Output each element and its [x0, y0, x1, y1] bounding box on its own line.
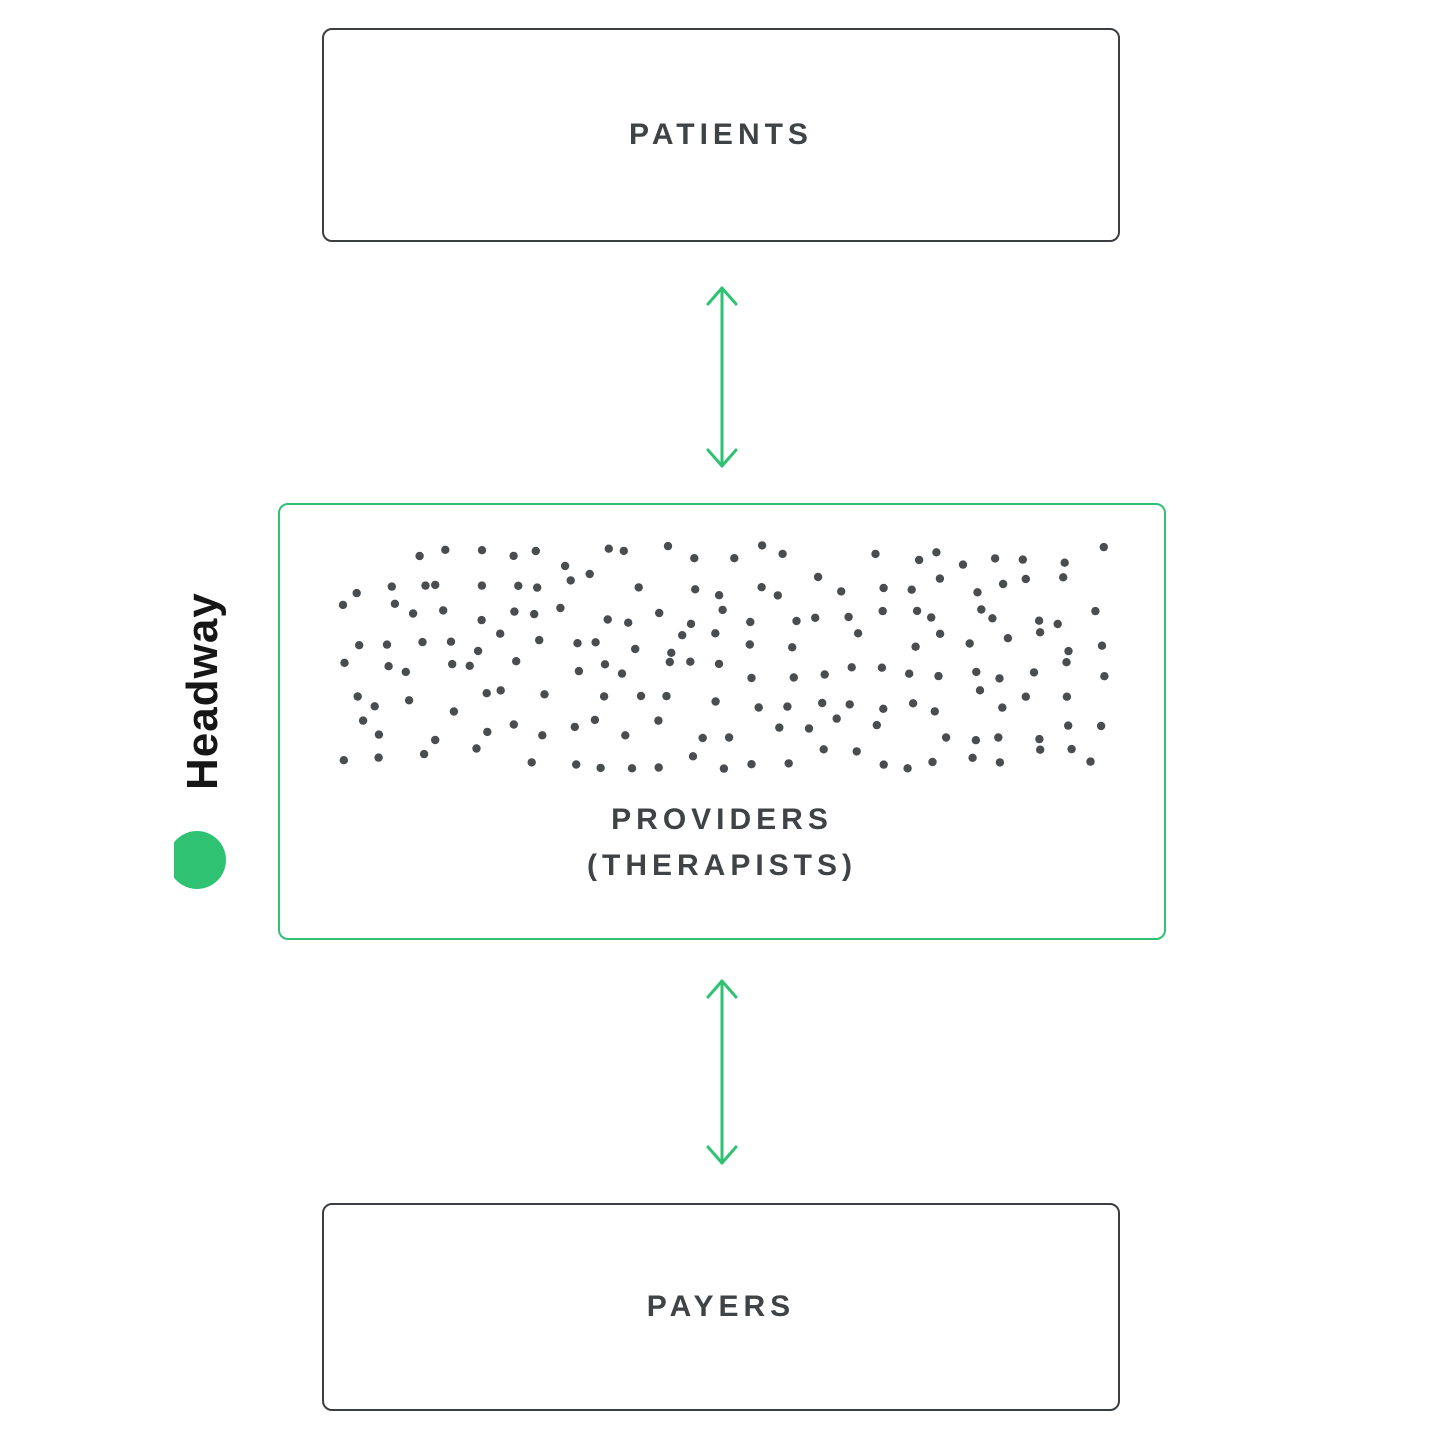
headway-wordmark: Headway	[178, 592, 227, 790]
arrowhead-up	[706, 979, 738, 999]
patients-providers-arrow	[706, 286, 738, 468]
arrowhead-down	[706, 1145, 738, 1165]
providers-box: PROVIDERS (THERAPISTS)	[278, 503, 1166, 940]
arrowhead-down	[706, 448, 738, 468]
payers-box: PAYERS	[322, 1203, 1120, 1411]
payers-label: PAYERS	[646, 1290, 796, 1323]
providers-label-line2: (THERAPISTS)	[587, 849, 857, 882]
providers-payers-arrow	[706, 979, 738, 1165]
arrowhead-up	[706, 286, 738, 306]
providers-label-line1: PROVIDERS	[611, 803, 833, 836]
patients-label: PATIENTS	[629, 118, 813, 151]
headway-logo-icon	[174, 831, 226, 889]
providers-label: PROVIDERS (THERAPISTS)	[280, 797, 1164, 889]
provider-dots	[338, 541, 1109, 773]
patients-box: PATIENTS	[322, 28, 1120, 242]
